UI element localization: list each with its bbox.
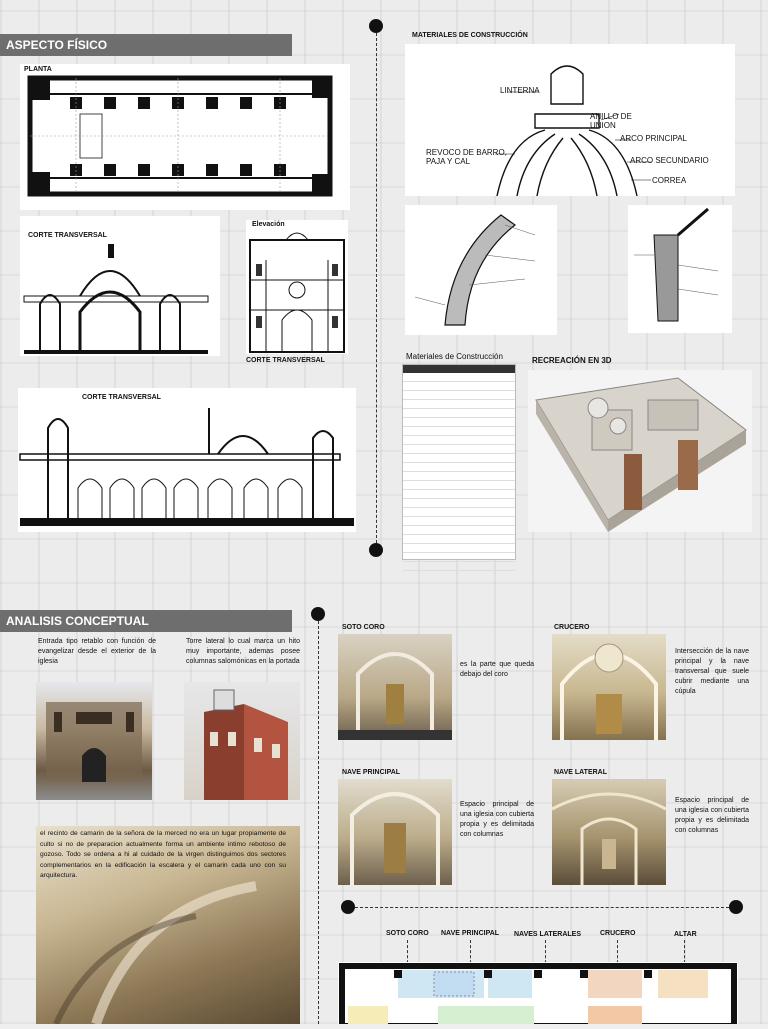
plan-timeline-dot-left [341,900,355,914]
cupola-label-correa: CORREA [652,176,687,185]
nave-principal-text: Espacio principal de una iglesia con cub… [460,801,534,838]
nave-lateral-title: NAVE LATERAL [554,769,608,776]
photo-crucero [552,634,666,740]
text-torre: Torre lateral lo cual marca un hito muy … [186,638,300,665]
detalle-arco-drawing [414,214,536,326]
elevacion-panel [246,220,348,354]
materiales-label: MATERIALES DE CONSTRUCCIÓN [412,32,528,39]
plan-zonificacion [338,962,738,1029]
timeline-line-left [318,621,319,1024]
soto-coro-text: es la parte que queda debajo del coro [460,661,534,678]
detalle-muro-panel [628,205,732,333]
section-header-analisis-conceptual: ANALISIS CONCEPTUAL [0,610,292,632]
nave-lateral-text: Espacio principal de una iglesia con cub… [675,797,749,834]
timeline-dot-left [311,607,325,621]
planta-panel [20,64,350,210]
corte3-label: CORTE TRANSVERSAL [82,394,161,401]
cupola-label-revoco: REVOCO DE BARRO, PAJA Y CAL [426,148,507,166]
timeline-line-top [376,33,377,543]
text-entrada: Entrada tipo retablo con función de evan… [38,638,156,665]
photo-torre-drawing [204,689,288,800]
plan-timeline-dot-right [729,900,743,914]
tabla-materiales-label: Materiales de Construcción [406,352,503,361]
crucero-title: CRUCERO [554,624,590,631]
plan-label-altar: ALTAR [674,931,697,938]
photo-torre-lateral [184,682,300,800]
detalle-arco-panel [405,205,557,335]
planta-label: PLANTA [24,66,52,73]
tabla-header [403,365,515,373]
cupola-label-linterna: LINTERNA [500,86,540,95]
photo-fachada-drawing [46,702,142,782]
planta-drawing [27,75,333,197]
soto-coro-title: SOTO CORO [342,624,385,631]
section-header-aspecto-fisico: ASPECTO FÍSICO [0,34,292,56]
corte3-panel [18,388,356,532]
elevacion-drawing [249,232,345,353]
corte1-drawing [23,244,209,354]
photo-nave-principal-drawing [350,792,440,885]
photo-camarin-drawing [53,881,257,1026]
plan-label-crucero: CRUCERO [600,930,636,937]
corte1-panel [20,216,220,356]
recreacion-3d-image [528,370,752,532]
text-camarin: el recinto de camarin de la señora de la… [40,830,286,879]
recreacion-3d-drawing [535,377,747,532]
corte1-label: CORTE TRANSVERSAL [28,232,107,239]
cupola-label-anillo: ANILLO DE UNION [590,112,632,130]
detalle-muro-drawing [634,207,719,322]
cupola-diagram [495,65,651,197]
photo-crucero-drawing [560,643,658,740]
plan-timeline-line [355,907,729,908]
photo-nave-lateral-drawing [552,792,666,885]
cupola-diagram-panel [405,44,735,197]
photo-fachada-retablo [36,682,152,800]
cupola-label-arco-secundario: ARCO SECUNDARIO [630,156,709,165]
plan-label-nave-principal: NAVE PRINCIPAL [441,930,500,937]
photo-soto-coro [338,634,452,740]
plan-label-soto-coro: SOTO CORO [386,930,429,937]
cupola-label-arco-principal: ARCO PRINCIPAL [620,134,687,143]
timeline-dot-bottom [369,543,383,557]
photo-camarin [36,826,300,1026]
plan-zonificacion-drawing [339,963,737,1029]
photo-nave-lateral [552,779,666,885]
nave-principal-title: NAVE PRINCIPAL [342,769,401,776]
plan-label-naves-laterales: NAVES LATERALES [514,931,582,938]
elevacion-label: Elevación [252,221,285,228]
timeline-dot-top [369,19,383,33]
corte2-label: CORTE TRANSVERSAL [246,357,325,364]
tabla-materiales [402,364,516,571]
photo-nave-principal [338,779,452,885]
photo-soto-coro-drawing [338,652,452,740]
crucero-text: Intersección de la nave principal y la n… [675,648,749,695]
recreacion-label: RECREACIÓN EN 3D [532,356,612,365]
corte3-drawing [19,408,354,526]
